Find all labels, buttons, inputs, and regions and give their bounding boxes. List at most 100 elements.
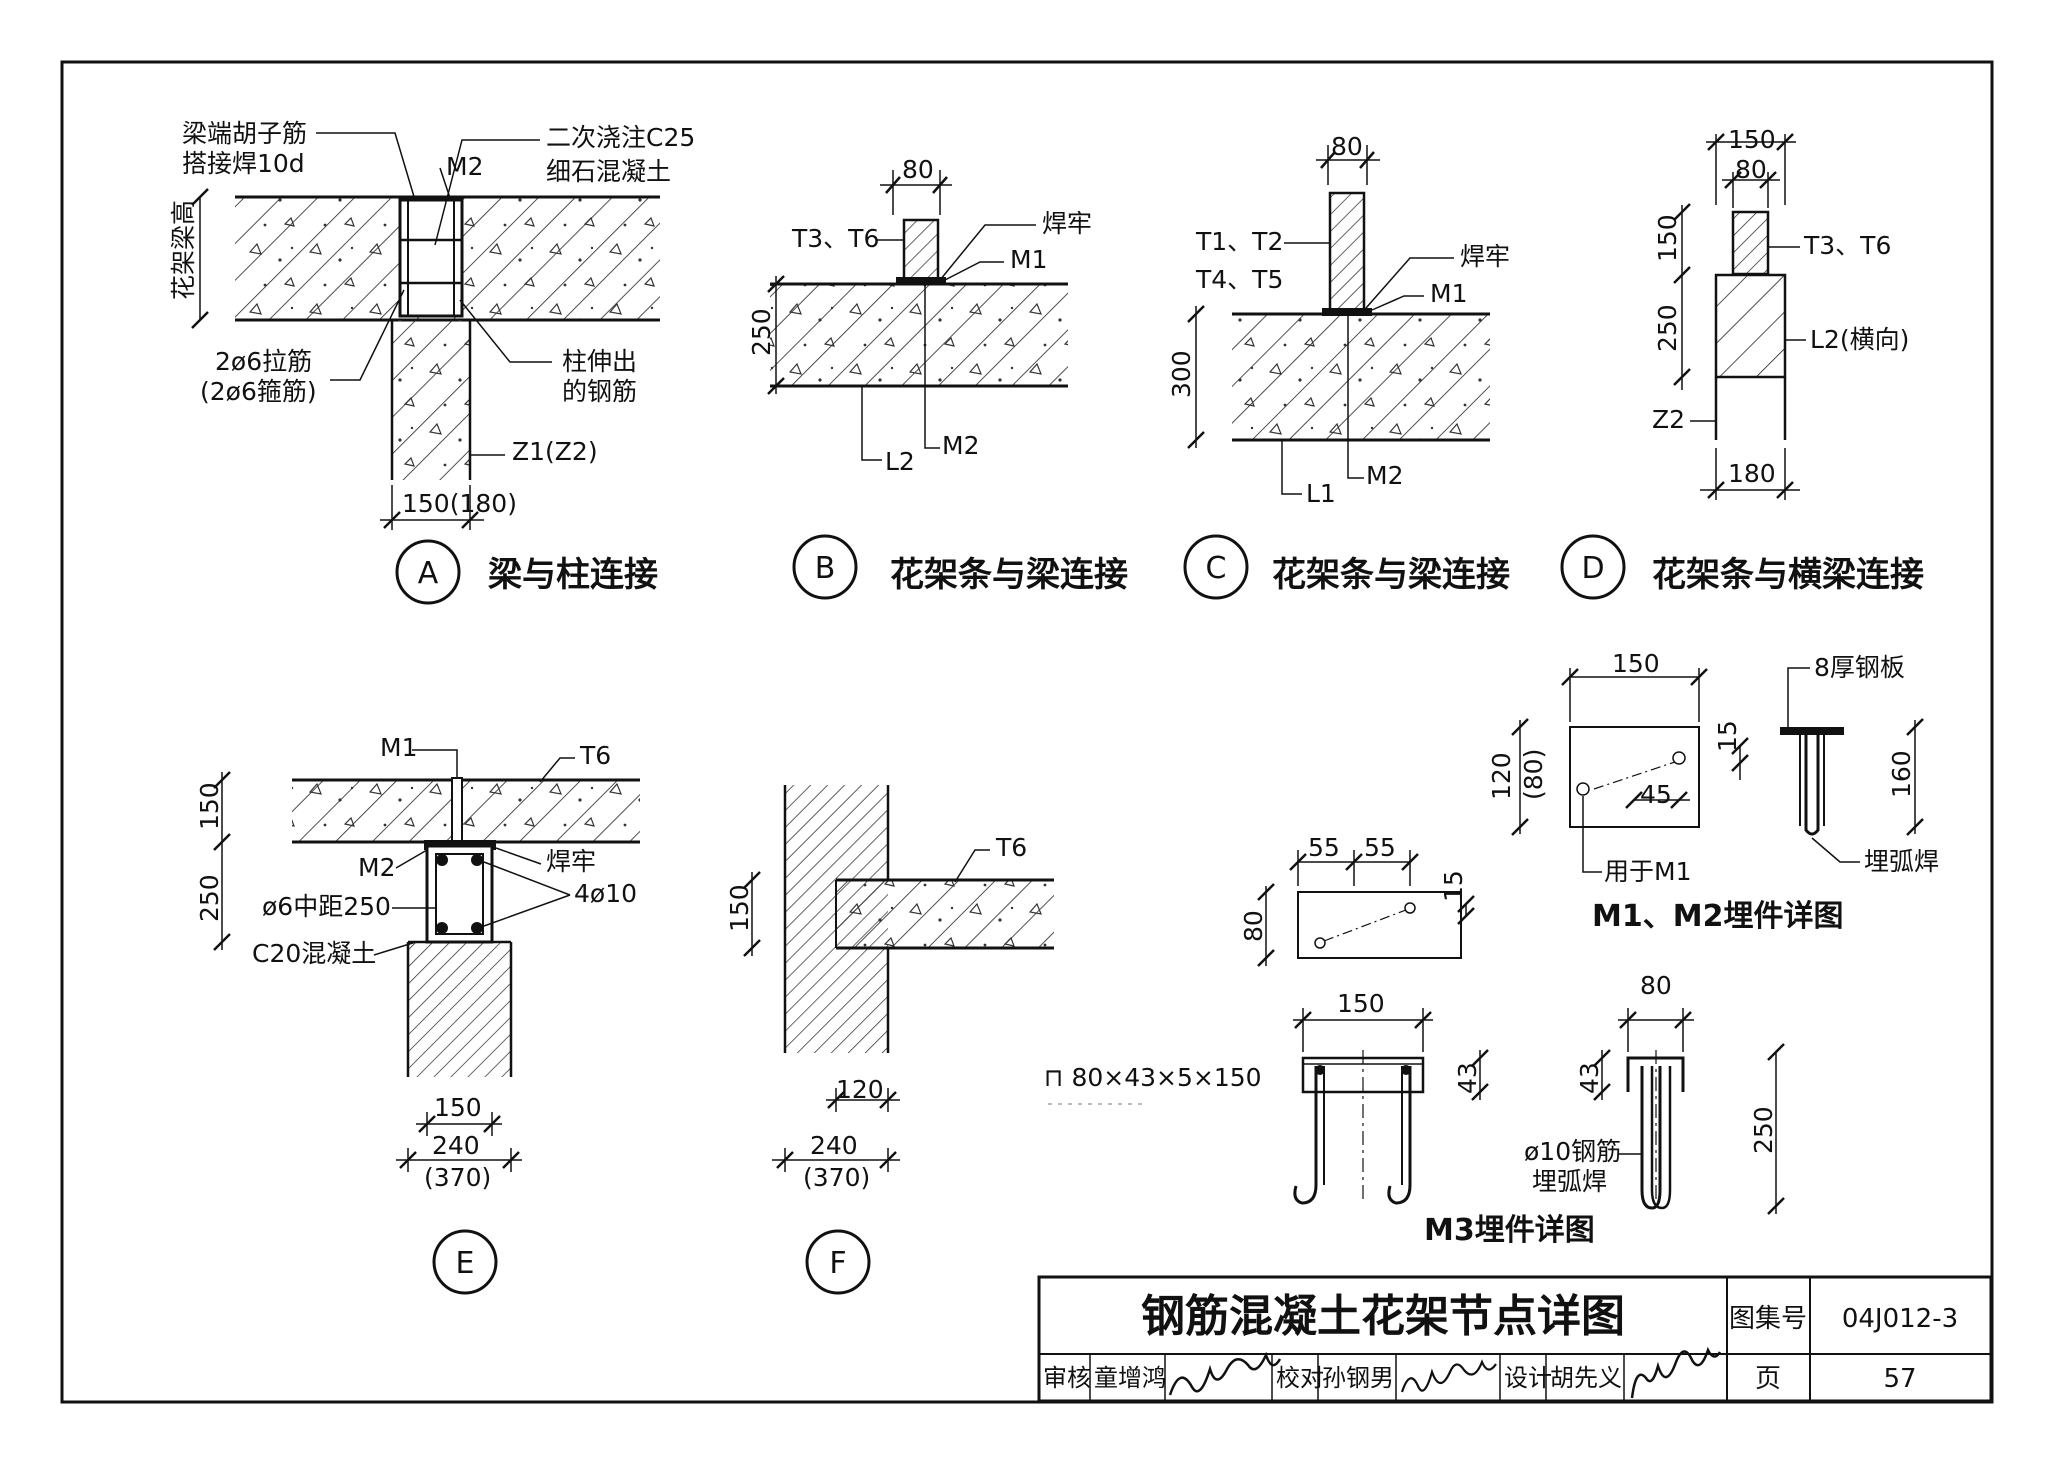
designer-signature xyxy=(1630,1346,1722,1399)
sheet-title: 钢筋混凝土花架节点详图 xyxy=(1141,1291,1625,1342)
t6-label-f: T6 xyxy=(995,833,1027,862)
m2-label-e: M2 xyxy=(358,853,395,882)
bar-label-2: 埋弧焊 xyxy=(1532,1167,1607,1196)
off-dim-m3: 15 xyxy=(1439,870,1468,902)
off1-dim-m1: 15 xyxy=(1713,720,1742,752)
col-bars-note-2: 的钢筋 xyxy=(562,377,637,406)
h1-dim-d: 150 xyxy=(1653,214,1682,262)
title-a: 梁与柱连接 xyxy=(488,555,658,595)
bubble-a xyxy=(395,539,461,605)
bubble-b-label: B xyxy=(815,551,836,586)
concrete-e: C20混凝土 xyxy=(252,939,376,968)
detail-b: 80 T3、T6 焊牢 M1 250 L2 M2 B 花架条与梁连接 xyxy=(747,155,1128,600)
m2-label-a: M2 xyxy=(446,152,483,181)
stirrup-e: ø6中距250 xyxy=(262,892,391,921)
weld-e: 焊牢 xyxy=(546,847,596,876)
h43a-dim-m3: 43 xyxy=(1453,1062,1482,1094)
w3-dim-d: 180 xyxy=(1728,459,1776,488)
reviewer-name: 童增鸿 xyxy=(1094,1364,1166,1392)
w2-dim-m3: 55 xyxy=(1364,833,1396,862)
w-dim-c: 80 xyxy=(1331,132,1363,161)
m3-title: M3埋件详图 xyxy=(1424,1213,1595,1248)
m2-label-c: M2 xyxy=(1366,461,1403,490)
t6-label-e: T6 xyxy=(579,741,611,770)
w1-dim-e: 150 xyxy=(434,1093,482,1122)
bubble-f xyxy=(805,1229,871,1295)
detail-d: 150 80 150 250 T3、T6 L2(横向) Z2 180 D 花架条… xyxy=(1560,125,1924,600)
h1-dim-m1: 120 xyxy=(1487,752,1516,800)
review-label: 审核 xyxy=(1043,1364,1091,1392)
m1-m2-embed-detail: 150 120 (80) 15 45 用于M1 8厚钢板 160 埋弧焊 M1、… xyxy=(1487,649,1939,934)
m1-label-b: M1 xyxy=(1010,245,1047,274)
h-dim-f: 150 xyxy=(725,884,754,932)
weld-note-1: 梁端胡子筋 xyxy=(182,119,307,148)
h43b-dim-m3: 43 xyxy=(1575,1062,1604,1094)
t1-label-c: T1、T2 xyxy=(1195,227,1283,256)
h2-dim-m1: (80) xyxy=(1519,749,1548,800)
h-dim-b: 250 xyxy=(747,308,776,356)
width-dim-a: 150(180) xyxy=(402,489,517,518)
w3-dim-m3: 150 xyxy=(1337,989,1385,1018)
checker-name: 孙钢男 xyxy=(1322,1364,1394,1392)
atlas-number: 04J012-3 xyxy=(1842,1304,1958,1334)
w1-dim-m3: 55 xyxy=(1308,833,1340,862)
ties-note-2: (2ø6箍筋) xyxy=(200,377,317,406)
beam-label-c: L1 xyxy=(1306,479,1336,508)
detail-c: 80 T1、T2 T4、T5 焊牢 M1 300 L1 M2 C 花架条与梁连接 xyxy=(1167,132,1510,600)
weld-note-2: 搭接焊10d xyxy=(182,149,305,178)
off2-dim-m1: 45 xyxy=(1640,780,1672,809)
sheet-border xyxy=(60,60,1994,1404)
m2-label-b: M2 xyxy=(942,431,979,460)
weld-m1: 埋弧焊 xyxy=(1864,847,1939,876)
weld-c: 焊牢 xyxy=(1460,242,1510,271)
h2-dim-e: 250 xyxy=(195,874,224,922)
column-label: Z1(Z2) xyxy=(512,437,598,466)
detail-e: 150 250 M1 T6 M2 焊牢 4ø10 ø6中距250 C20混凝土 … xyxy=(195,733,640,1295)
for-m1-label: 用于M1 xyxy=(1604,857,1691,886)
w2-dim-d: 80 xyxy=(1735,155,1767,184)
weld-b: 焊牢 xyxy=(1042,209,1092,238)
grout-note-2: 细石混凝土 xyxy=(546,157,671,186)
t-label-d: T3、T6 xyxy=(1803,231,1891,260)
w-dim-b: 80 xyxy=(902,155,934,184)
plate-label: 8厚钢板 xyxy=(1814,653,1905,682)
beam-height-label: 花架梁高 xyxy=(169,200,198,300)
w2-dim-f: 240 xyxy=(810,1131,858,1160)
bubble-d xyxy=(1560,534,1626,600)
w4-dim-m3: 80 xyxy=(1640,971,1672,1000)
ties-note-1: 2ø6拉筋 xyxy=(215,347,312,376)
beam-label-d: L2(横向) xyxy=(1810,325,1909,354)
w2-dim-e: 240 xyxy=(432,1131,480,1160)
design-label: 设计 xyxy=(1504,1364,1552,1392)
detail-a: 花架梁高 梁端胡子筋 搭接焊10d M2 二次浇注C25 细石混凝土 2ø6拉筋… xyxy=(169,119,695,605)
title-d: 花架条与横梁连接 xyxy=(1652,555,1924,595)
m3-embed-detail: 55 55 15 80 ⊓ 80×43×5×150 150 43 xyxy=(1044,833,1785,1248)
bubble-a-label: A xyxy=(418,556,439,591)
bar-label-1: ø10钢筋 xyxy=(1524,1137,1621,1166)
m1m2-title: M1、M2埋件详图 xyxy=(1592,899,1843,934)
detail-f: T6 150 120 240 (370) F xyxy=(725,785,1054,1295)
beam-label-b: L2 xyxy=(885,447,915,476)
reviewer-signature xyxy=(1168,1351,1282,1396)
bubble-f-label: F xyxy=(829,1246,846,1281)
m1-label-e: M1 xyxy=(380,733,417,762)
depth-dim-m1: 160 xyxy=(1887,750,1916,798)
bars-e: 4ø10 xyxy=(574,879,637,908)
bubble-c xyxy=(1183,534,1249,600)
channel-label: ⊓ 80×43×5×150 xyxy=(1044,1063,1262,1092)
t-label-b: T3、T6 xyxy=(791,224,879,253)
t2-label-c: T4、T5 xyxy=(1195,265,1283,294)
h2-dim-d: 250 xyxy=(1653,304,1682,352)
designer-name: 胡先义 xyxy=(1550,1364,1622,1392)
bubble-d-label: D xyxy=(1581,551,1604,586)
bubble-e xyxy=(432,1229,498,1295)
w-dim-m1: 150 xyxy=(1612,649,1660,678)
page-label: 页 xyxy=(1755,1364,1781,1394)
w1-dim-f: 120 xyxy=(836,1075,884,1104)
atlas-label: 图集号 xyxy=(1729,1304,1807,1334)
title-block: 钢筋混凝土花架节点详图 图集号 04J012-3 页 57 审核 童增鸿 校对 … xyxy=(1037,1275,1993,1403)
page-number: 57 xyxy=(1883,1364,1916,1394)
depth-dim-m3: 250 xyxy=(1749,1106,1778,1154)
